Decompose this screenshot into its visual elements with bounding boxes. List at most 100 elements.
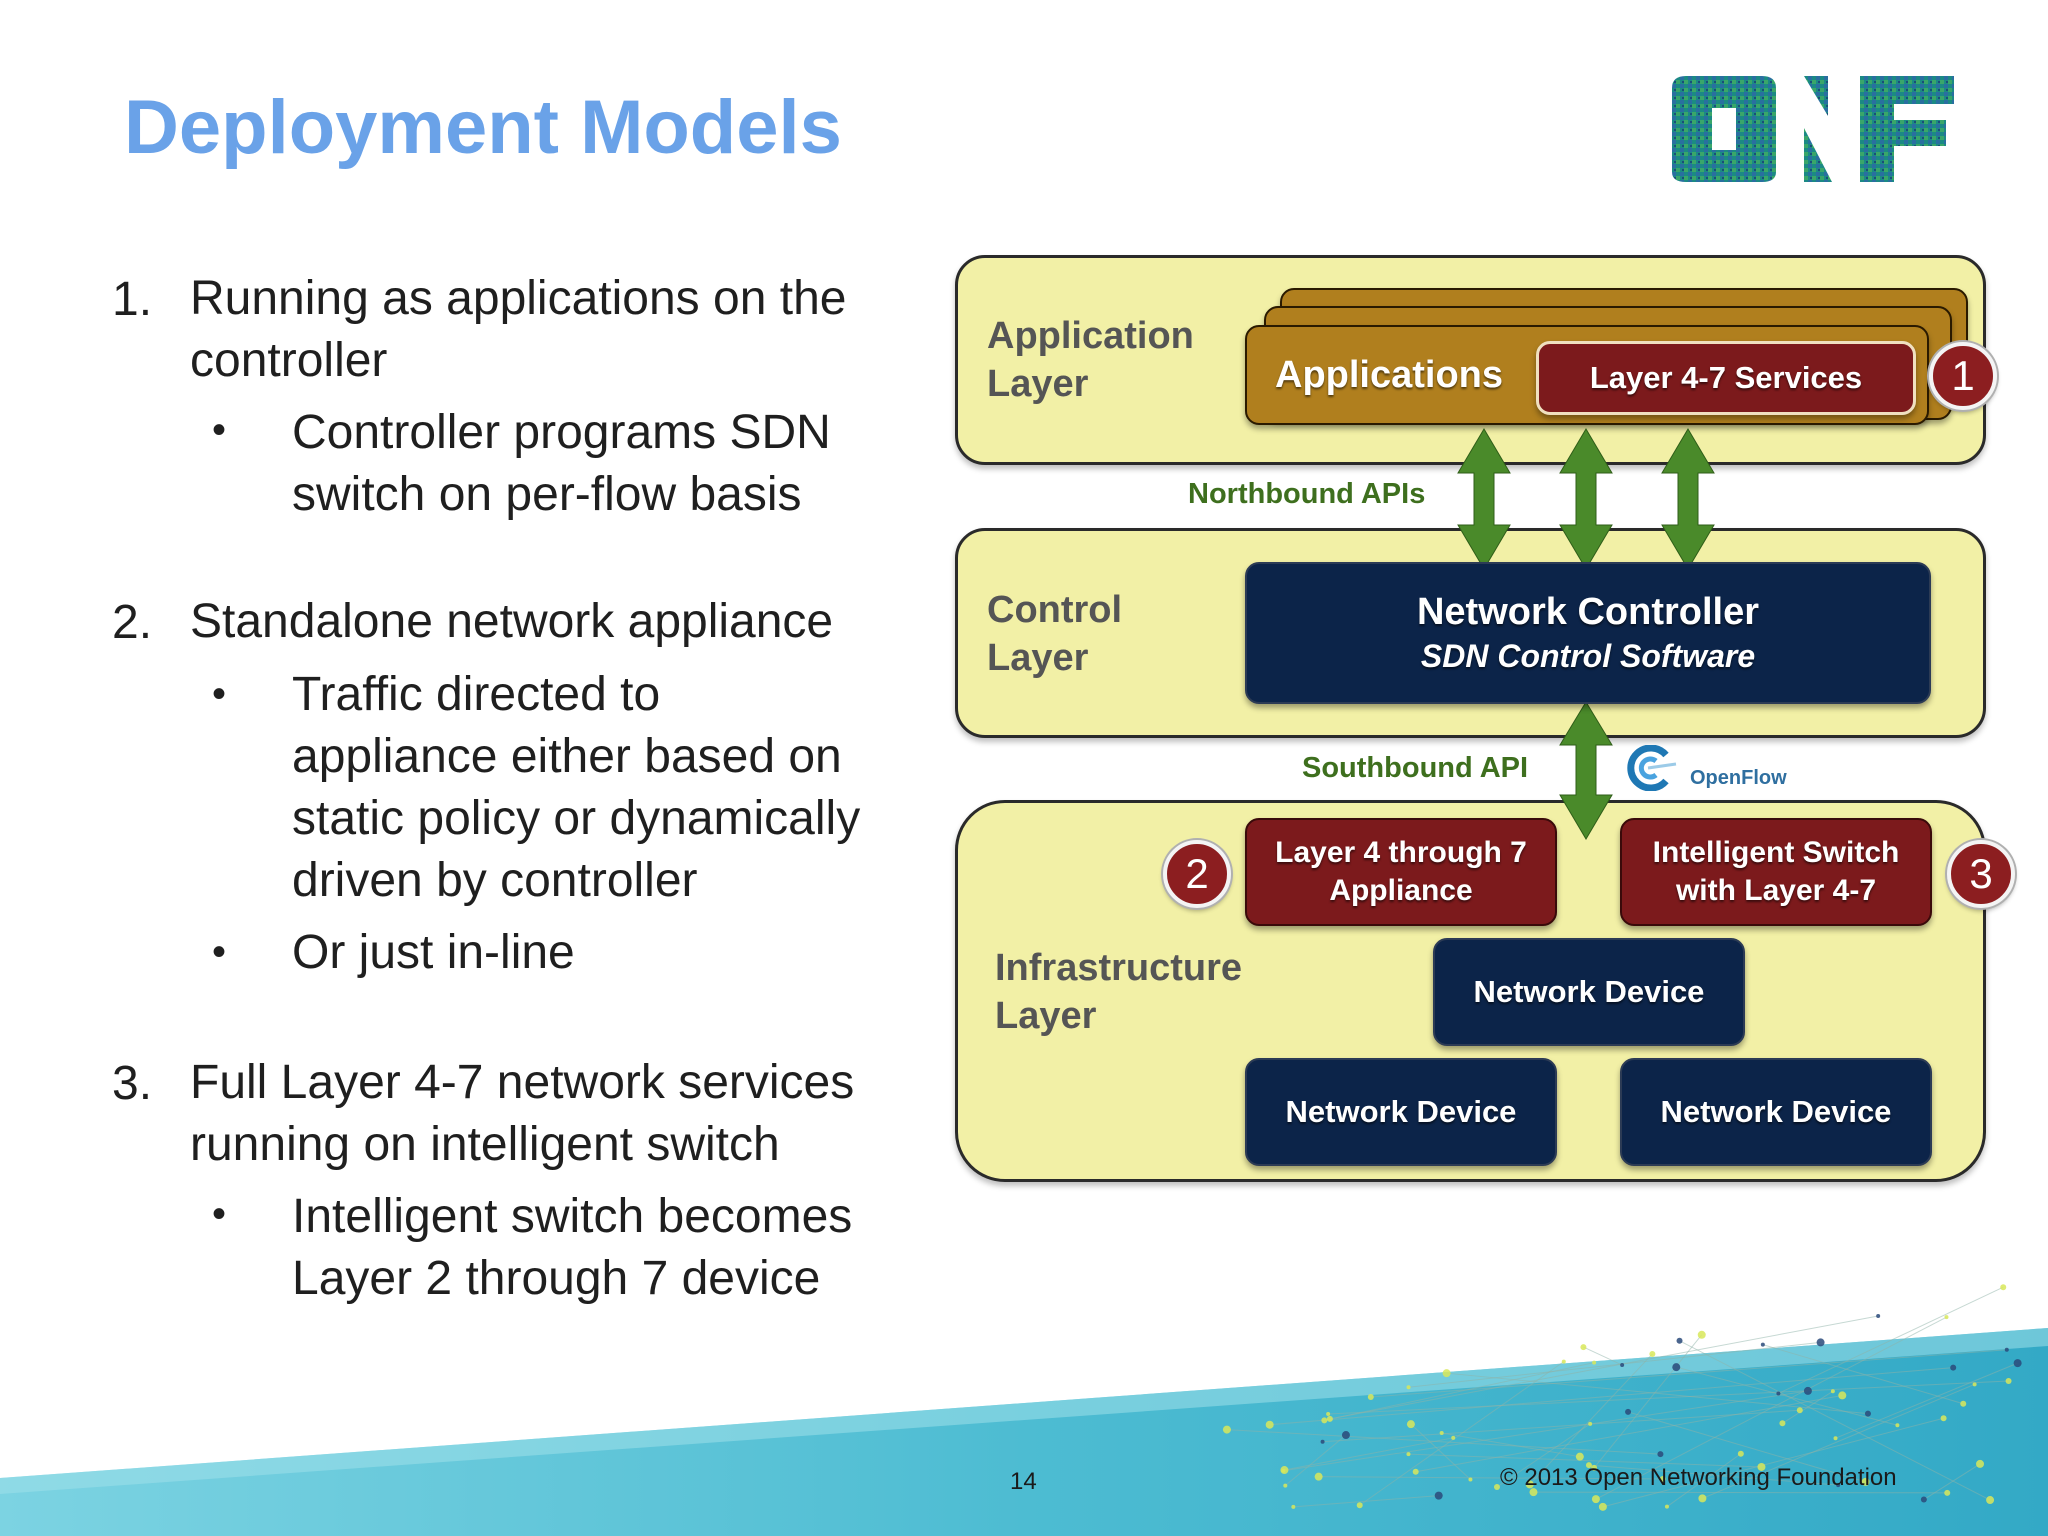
list-item-1-line-1: Running as applications on the bbox=[190, 272, 847, 325]
network-link-line bbox=[1318, 1476, 1663, 1480]
network-dot bbox=[1367, 1393, 1374, 1400]
list-item-3: Full Layer 4-7 network services running … bbox=[190, 1052, 854, 1176]
network-dot bbox=[1836, 1483, 1841, 1488]
badge-1: 1 bbox=[1929, 342, 1997, 410]
network-dot bbox=[1796, 1407, 1803, 1414]
network-dot bbox=[1468, 1477, 1473, 1482]
sdn-control-software-label: SDN Control Software bbox=[1420, 638, 1756, 674]
network-dot bbox=[1434, 1491, 1443, 1500]
network-dot bbox=[1830, 1389, 1835, 1394]
network-dot bbox=[1833, 1436, 1838, 1441]
control-layer-label-line-1: Control bbox=[987, 589, 1123, 631]
network-dot bbox=[1326, 1415, 1333, 1422]
network-device-left-label: Network Device bbox=[1285, 1094, 1517, 1129]
network-dot bbox=[1960, 1400, 1967, 1407]
list-item-3-line-2: running on intelligent switch bbox=[190, 1118, 780, 1171]
bullet-marker: • bbox=[212, 1192, 227, 1236]
network-dot bbox=[1406, 1385, 1411, 1390]
layer-4-7-services-box: Layer 4-7 Services bbox=[1536, 341, 1916, 415]
network-dot bbox=[1861, 1477, 1870, 1486]
network-dot bbox=[1895, 1423, 1900, 1428]
network-dot bbox=[1838, 1391, 1847, 1400]
network-link-line bbox=[1322, 1409, 1800, 1443]
network-link-line bbox=[1408, 1453, 1762, 1468]
network-dot bbox=[1406, 1420, 1415, 1429]
southbound-arrow bbox=[1559, 701, 1613, 840]
list-number-2: 2. bbox=[112, 596, 153, 649]
control-layer-label-line-2: Layer bbox=[987, 637, 1089, 679]
list-number-3: 3. bbox=[112, 1057, 153, 1110]
api-arrows bbox=[1457, 428, 1715, 840]
sub-item-2a-line-1: Traffic directed to bbox=[292, 668, 661, 721]
network-dot bbox=[1598, 1502, 1607, 1511]
network-dot bbox=[1803, 1386, 1812, 1395]
network-dot bbox=[1625, 1408, 1632, 1415]
network-dot bbox=[1314, 1472, 1323, 1481]
network-link-line bbox=[1529, 1353, 1653, 1485]
badge-3: 3 bbox=[1947, 840, 2015, 908]
l4-7-appliance-box: Layer 4 through 7 Appliance bbox=[1245, 818, 1557, 926]
sub-item-2a-line-4: driven by controller bbox=[292, 854, 698, 907]
network-link-line bbox=[1496, 1423, 1591, 1488]
northbound-arrow-2 bbox=[1559, 428, 1613, 570]
network-link-line bbox=[1595, 1316, 1947, 1500]
network-dot bbox=[2000, 1284, 2007, 1291]
network-dot bbox=[1591, 1464, 1598, 1471]
network-dot bbox=[1920, 1496, 1927, 1503]
network-link-line bbox=[1328, 1380, 2009, 1415]
network-link-line bbox=[1408, 1341, 1821, 1388]
onf-logo bbox=[1672, 76, 1954, 182]
applications-label: Applications bbox=[1275, 353, 1504, 396]
bullet-marker: • bbox=[212, 408, 227, 452]
openflow-label: OpenFlow bbox=[1690, 767, 1787, 789]
network-dot bbox=[1676, 1337, 1683, 1344]
network-link-line bbox=[1679, 1340, 1991, 1501]
sub-item-3a-line-1: Intelligent switch becomes bbox=[292, 1190, 853, 1243]
sub-item-2a: Traffic directed to appliance either bas… bbox=[292, 664, 860, 912]
network-dot bbox=[1659, 1476, 1666, 1483]
network-dot bbox=[1406, 1452, 1411, 1457]
network-link-line bbox=[1583, 1346, 1623, 1366]
list-item-1-line-2: controller bbox=[190, 334, 388, 387]
intelligent-switch-box: Intelligent Switch with Layer 4-7 bbox=[1620, 818, 1932, 926]
copyright-notice: © 2013 Open Networking Foundation bbox=[1500, 1464, 1897, 1491]
network-dot bbox=[1591, 1495, 1600, 1504]
network-dot bbox=[1760, 1342, 1765, 1347]
network-dot bbox=[1972, 1382, 1977, 1387]
network-link-line bbox=[1226, 1429, 1661, 1455]
network-dot bbox=[2005, 1378, 2012, 1385]
network-dot bbox=[1529, 1488, 1538, 1497]
infrastructure-layer-label-line-1: Infrastructure bbox=[995, 947, 1243, 989]
network-link-line bbox=[1269, 1367, 1954, 1426]
network-device-left: Network Device bbox=[1245, 1058, 1557, 1166]
network-link-line bbox=[1627, 1411, 1866, 1483]
sub-item-1a: Controller programs SDN switch on per-fl… bbox=[292, 402, 831, 526]
network-device-right-label: Network Device bbox=[1660, 1094, 1892, 1129]
list-item-3-line-1: Full Layer 4-7 network services bbox=[190, 1056, 855, 1109]
network-link-line bbox=[1283, 1390, 1808, 1472]
network-link-line bbox=[1370, 1349, 2007, 1398]
network-dot bbox=[1493, 1483, 1500, 1490]
network-dot bbox=[1326, 1411, 1331, 1416]
infrastructure-layer-label: Infrastructure Layer bbox=[995, 944, 1242, 1040]
network-dot bbox=[1657, 1451, 1664, 1458]
network-link-line bbox=[1533, 1491, 1948, 1494]
sub-item-2b: Or just in-line bbox=[292, 922, 575, 984]
network-device-right: Network Device bbox=[1620, 1058, 1932, 1166]
network-link-line bbox=[1446, 1372, 1868, 1415]
network-dot bbox=[1451, 1435, 1456, 1440]
sub-item-2a-line-2: appliance either based on bbox=[292, 730, 842, 783]
network-dot bbox=[1222, 1425, 1231, 1434]
sub-item-2a-line-3: static policy or dynamically bbox=[292, 792, 861, 845]
application-layer-label: Application Layer bbox=[987, 312, 1194, 408]
page-number: 14 bbox=[1010, 1468, 1037, 1495]
southbound-api-label: Southbound API bbox=[1302, 752, 1529, 784]
network-dot bbox=[1816, 1338, 1825, 1347]
network-dot bbox=[1281, 1468, 1286, 1473]
network-dot bbox=[1986, 1496, 1995, 1505]
network-dot bbox=[1649, 1350, 1656, 1357]
l4-7-appliance-line-2: Appliance bbox=[1329, 874, 1473, 907]
network-dot bbox=[1592, 1360, 1597, 1365]
application-layer-label-line-1: Application bbox=[987, 315, 1194, 357]
